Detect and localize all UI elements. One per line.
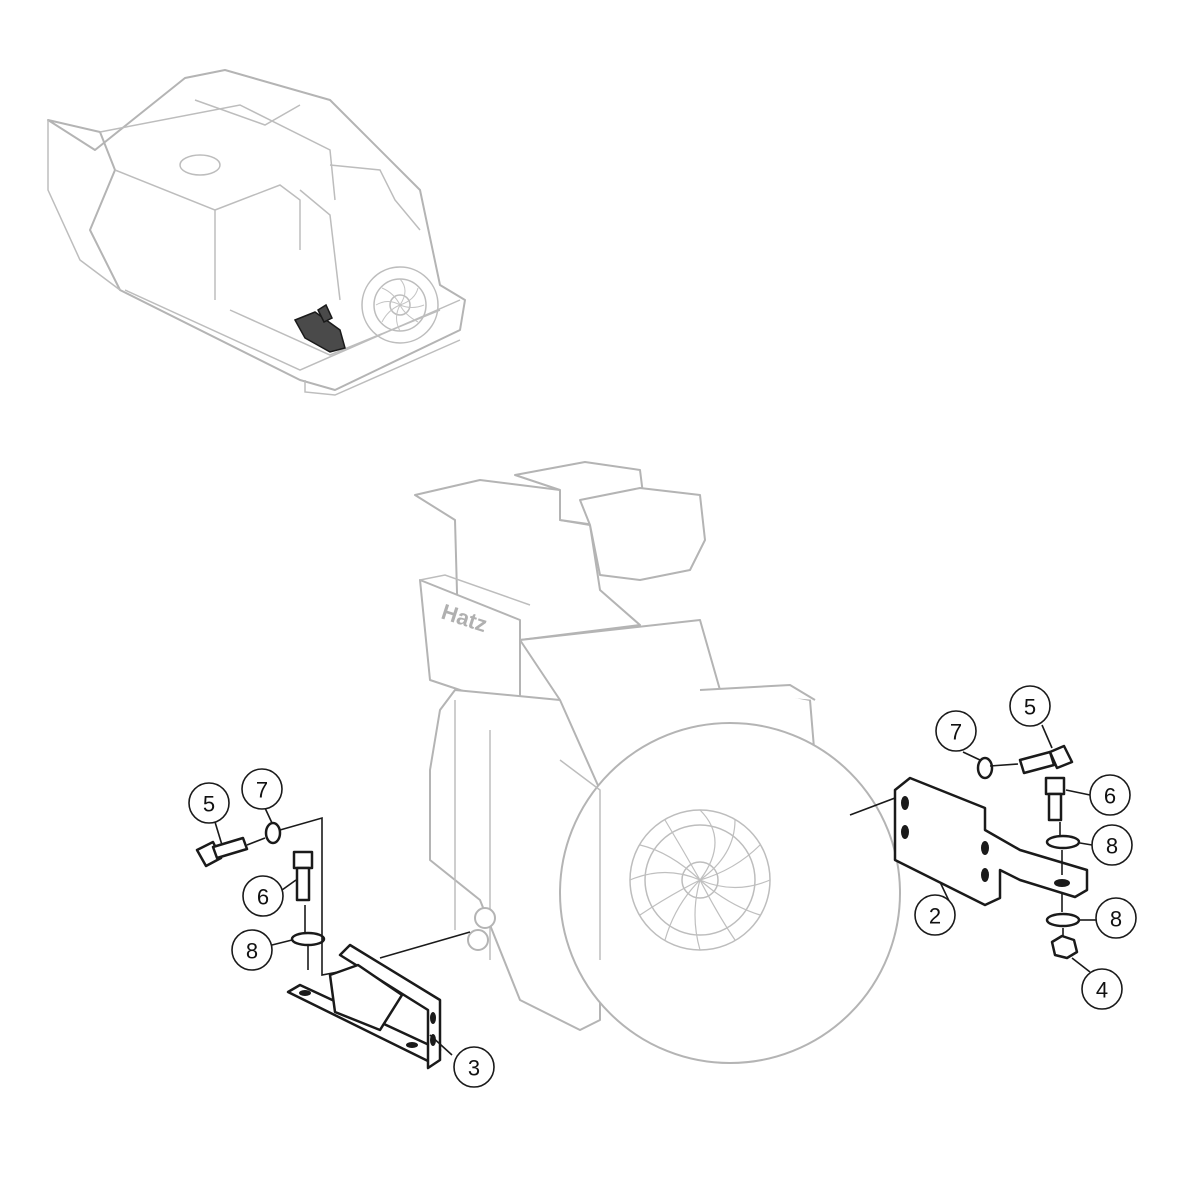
bracket-2-icon <box>893 776 1089 907</box>
callouts: 2 3 4 5 5 6 6 7 7 <box>188 685 1137 1088</box>
svg-text:8: 8 <box>1110 907 1122 932</box>
callout-5-right: 5 <box>1009 685 1053 749</box>
washer-8-left-icon <box>290 931 326 947</box>
callout-7-right: 7 <box>935 710 981 761</box>
callout-8-right-bottom: 8 <box>1080 897 1137 939</box>
right-mount-assembly <box>849 744 1089 960</box>
bracket-3-icon <box>286 943 442 1070</box>
washer-8-right-bottom-icon <box>1045 912 1081 928</box>
washer-left-icon <box>264 821 282 845</box>
callout-6-left: 6 <box>242 875 297 917</box>
callout-6-right: 6 <box>1065 774 1131 816</box>
svg-text:6: 6 <box>257 885 269 910</box>
washer-right-icon <box>976 756 994 780</box>
bolt-left-icon <box>195 836 249 868</box>
callout-5-left: 5 <box>188 782 230 846</box>
fan-blades-icon <box>629 809 771 951</box>
overview-highlighted-mount <box>293 303 346 353</box>
svg-text:5: 5 <box>1024 695 1036 720</box>
overview-fan-blades-icon <box>375 278 425 332</box>
callout-4: 4 <box>1071 957 1123 1010</box>
washer-8-right-top-icon <box>1045 834 1081 850</box>
engine-body: Hatz <box>414 461 901 1064</box>
callout-8-right-top: 8 <box>1079 824 1133 866</box>
left-mount-assembly <box>195 816 471 1070</box>
svg-text:7: 7 <box>950 720 962 745</box>
bolt-right-icon <box>1018 744 1074 775</box>
vertical-bolt-right-icon <box>1044 776 1066 822</box>
svg-text:8: 8 <box>1106 834 1118 859</box>
overview-machine <box>47 69 466 396</box>
nut-icon <box>1050 934 1079 960</box>
callout-3: 3 <box>453 1046 495 1088</box>
svg-text:8: 8 <box>246 939 258 964</box>
callout-8-left: 8 <box>231 929 293 971</box>
svg-text:4: 4 <box>1096 978 1108 1003</box>
svg-text:5: 5 <box>203 792 215 817</box>
svg-text:3: 3 <box>468 1056 480 1081</box>
svg-text:2: 2 <box>929 904 941 929</box>
svg-text:6: 6 <box>1104 784 1116 809</box>
callout-2: 2 <box>914 881 956 936</box>
vertical-bolt-left-icon <box>292 850 314 902</box>
callout-7-left: 7 <box>241 768 283 824</box>
svg-text:7: 7 <box>256 778 268 803</box>
